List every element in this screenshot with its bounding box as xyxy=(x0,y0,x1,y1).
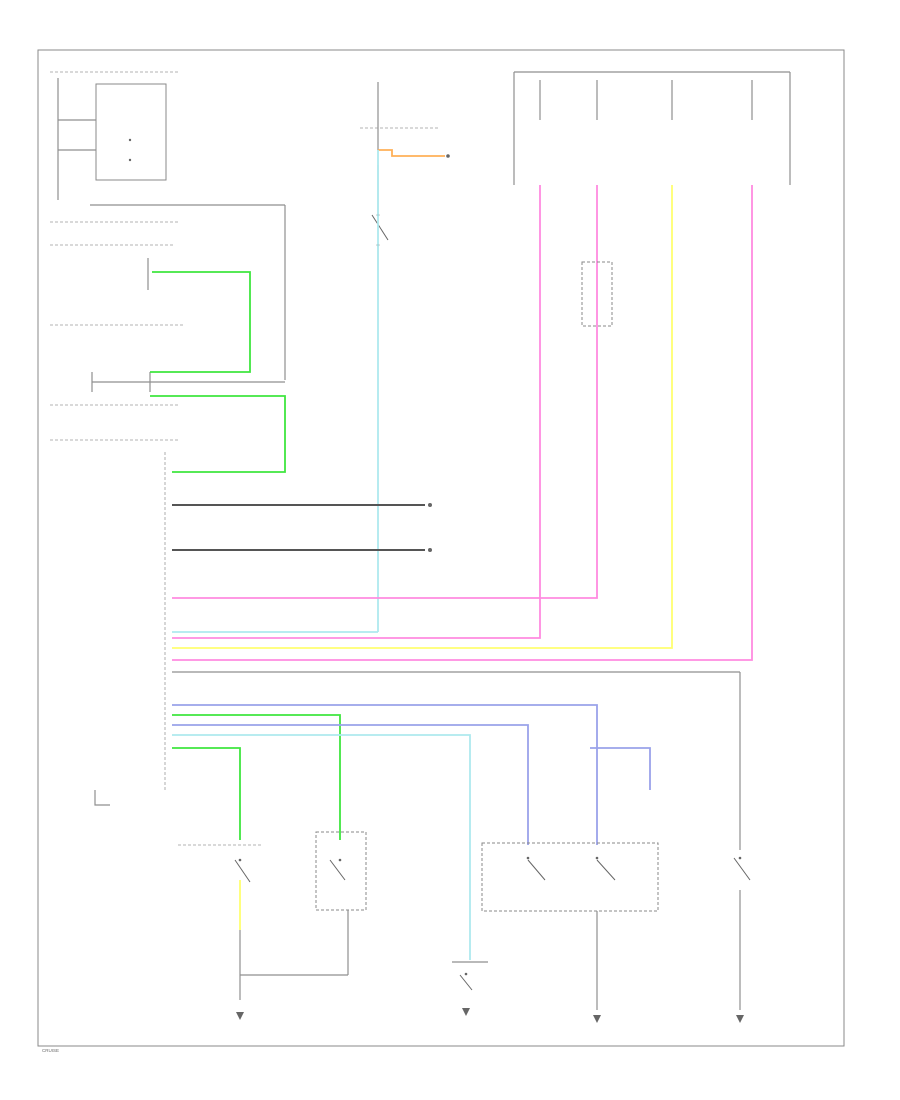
wire-blue-3 xyxy=(590,747,651,790)
diagram-border xyxy=(37,49,845,1047)
left-mid-component xyxy=(50,244,285,406)
top-center-switch xyxy=(360,82,440,270)
lower-switch-bottom xyxy=(452,961,488,1016)
top-left-component xyxy=(50,71,286,380)
lower-module-dashed xyxy=(315,831,367,911)
wire-green-d xyxy=(172,747,241,840)
lower-switch-right xyxy=(733,800,751,1023)
lower-switch-1 xyxy=(178,844,348,1020)
wire-pink-1 xyxy=(172,185,541,639)
wire-orange xyxy=(378,149,445,157)
fuse-block xyxy=(513,71,791,185)
wire-blue-2 xyxy=(172,724,529,845)
wire-green-b xyxy=(150,395,286,473)
lower-module-center xyxy=(481,842,659,912)
wire-pink-3 xyxy=(172,185,753,661)
footer-code: CRUISE xyxy=(42,1048,59,1053)
wire-yellow xyxy=(172,185,673,649)
resistor-box xyxy=(581,261,613,327)
wire-green-a xyxy=(150,271,251,373)
wire-pink-2 xyxy=(172,185,598,599)
wire-blue-1 xyxy=(172,704,598,845)
main-module xyxy=(50,439,741,806)
wire-cyan-lower xyxy=(172,734,471,960)
wire-green-c xyxy=(172,714,341,840)
